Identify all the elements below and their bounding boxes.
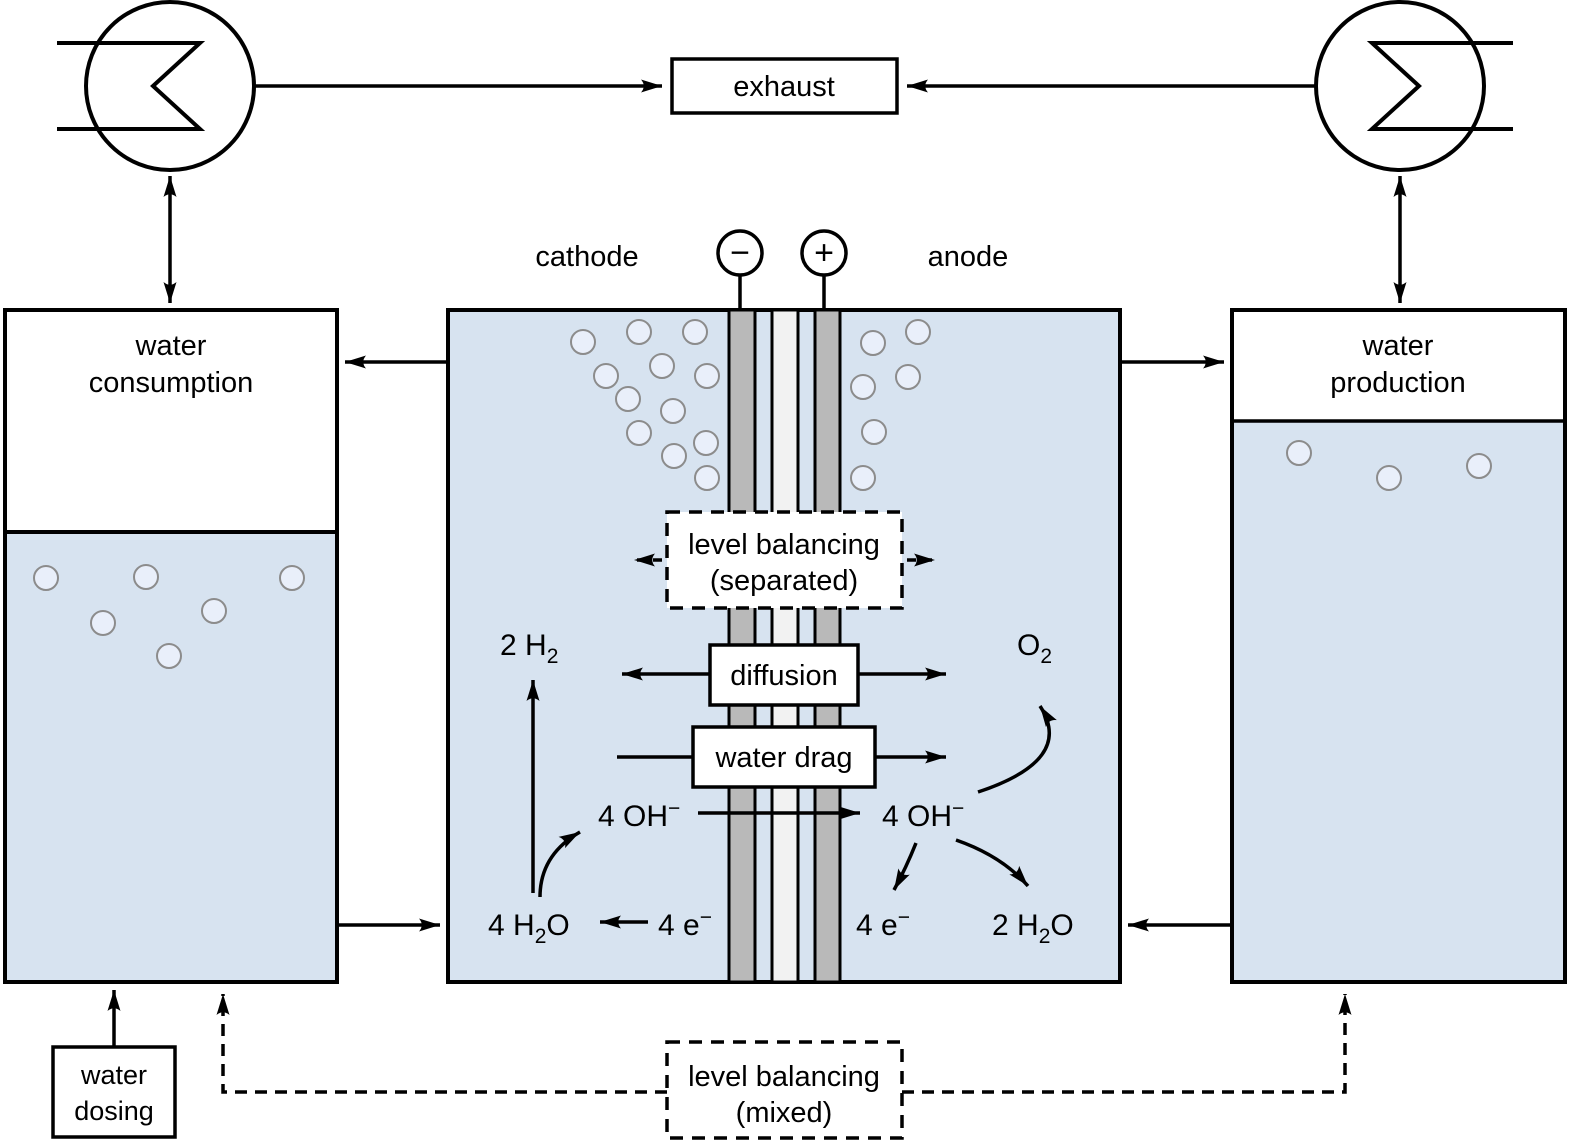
consumption-bubbles <box>33 564 305 669</box>
level-balancing-mixed-line2: (mixed) <box>736 1097 833 1129</box>
diffusion-rect <box>708 643 860 707</box>
production-tank-border <box>1230 308 1567 984</box>
consumption-label-line1: water <box>135 330 207 362</box>
species-o2: O2 <box>1017 629 1052 668</box>
exhaust-box: exhaust <box>670 57 899 115</box>
dosing-label-line2: dosing <box>74 1096 154 1126</box>
bubble <box>649 353 675 379</box>
separator-circle-icon <box>84 0 256 172</box>
cathode-gas-bubbles <box>570 319 720 491</box>
bubble <box>1466 453 1492 479</box>
level-balancing-separated-line2: (separated) <box>710 565 858 597</box>
dosing-label-line1: water <box>80 1060 147 1090</box>
level-balancing-mixed-box: level balancing (mixed) <box>216 994 1352 1140</box>
bubble <box>626 319 652 345</box>
level-balancing-separated-box: level balancing (separated) <box>634 510 935 610</box>
gas-separator-right <box>1314 0 1513 172</box>
species-e-left: 4 e− <box>658 906 712 942</box>
dosing-rect <box>51 1045 177 1139</box>
bubble <box>905 319 931 345</box>
bubble <box>33 565 59 591</box>
mixed-balancing-path-right <box>902 994 1352 1094</box>
species-h2o-left: 4 H2O <box>488 909 570 948</box>
bubble <box>682 319 708 345</box>
bubble <box>201 598 227 624</box>
species-oh-left: 4 OH− <box>598 797 680 833</box>
exhaust-label: exhaust <box>733 71 835 103</box>
bubble <box>1286 440 1312 466</box>
bubble <box>660 398 686 424</box>
production-label-line1: water <box>1362 330 1434 362</box>
species-h2o-right: 2 H2O <box>992 909 1074 948</box>
minus-terminal-icon <box>716 229 764 277</box>
consumption-water-fill <box>7 530 335 980</box>
cathode-label: cathode <box>535 241 638 273</box>
o2-evolution-curve-arrow <box>977 705 1057 794</box>
water-dosing-box: water dosing <box>51 990 177 1139</box>
diffusion-label: diffusion <box>730 660 838 692</box>
bubble <box>850 374 876 400</box>
bubble <box>850 465 876 491</box>
production-water-fill <box>1234 420 1563 980</box>
level-balancing-separated-rect <box>665 510 904 610</box>
production-label-line2: production <box>1330 367 1465 399</box>
tank-water-production: water production <box>1230 308 1567 984</box>
bubble <box>661 443 687 469</box>
bubble <box>895 364 921 390</box>
bubble <box>694 363 720 389</box>
level-balancing-mixed-rect <box>665 1040 904 1140</box>
anode-gas-bubbles <box>850 319 931 491</box>
bubble <box>861 419 887 445</box>
species-e-right: 4 e− <box>856 906 910 942</box>
bubble <box>615 386 641 412</box>
gas-separator-left <box>57 0 256 172</box>
consumption-tank-border <box>3 308 339 984</box>
anode-label: anode <box>928 241 1009 273</box>
diffusion-box: diffusion <box>622 643 946 707</box>
exhaust-rect <box>670 57 899 115</box>
separator-circle-icon <box>1314 0 1486 172</box>
tank-water-consumption: water consumption <box>3 308 339 984</box>
minus-sign: − <box>730 234 750 272</box>
mixed-balancing-path-left <box>216 994 667 1094</box>
oh-to-electron-arrow <box>892 842 918 891</box>
bubble <box>1376 465 1402 491</box>
water-drag-label: water drag <box>714 742 852 774</box>
bubble <box>279 565 305 591</box>
h2o-to-oh-curve-arrow <box>538 830 581 898</box>
bubble <box>860 330 886 356</box>
bubble <box>133 564 159 590</box>
bubble <box>694 465 720 491</box>
bubble <box>693 430 719 456</box>
terminal-minus: − <box>716 229 764 311</box>
bubble <box>570 329 596 355</box>
water-drag-rect <box>691 725 877 789</box>
level-balancing-separated-line1: level balancing <box>688 529 880 561</box>
bubble <box>156 643 182 669</box>
terminal-plus: + <box>800 229 848 311</box>
oh-to-h2o-curve-arrow <box>955 838 1030 888</box>
species-h2: 2 H2 <box>500 629 558 668</box>
level-balancing-mixed-line1: level balancing <box>688 1061 880 1093</box>
plus-sign: + <box>814 234 834 272</box>
consumption-label-line2: consumption <box>89 367 253 399</box>
reaction-annotations: 2 H2 O2 4 OH− 4 OH− 4 H2O 4 e− 4 e− 2 H2… <box>488 629 1074 948</box>
separator-chevron-icon <box>57 41 206 131</box>
plus-terminal-icon <box>800 229 848 277</box>
bubble <box>593 363 619 389</box>
species-oh-right: 4 OH− <box>882 797 964 833</box>
production-bubbles <box>1286 440 1492 491</box>
separator-chevron-icon <box>1366 41 1513 131</box>
bubble <box>90 610 116 636</box>
water-drag-box: water drag <box>617 725 946 789</box>
bubble <box>626 420 652 446</box>
